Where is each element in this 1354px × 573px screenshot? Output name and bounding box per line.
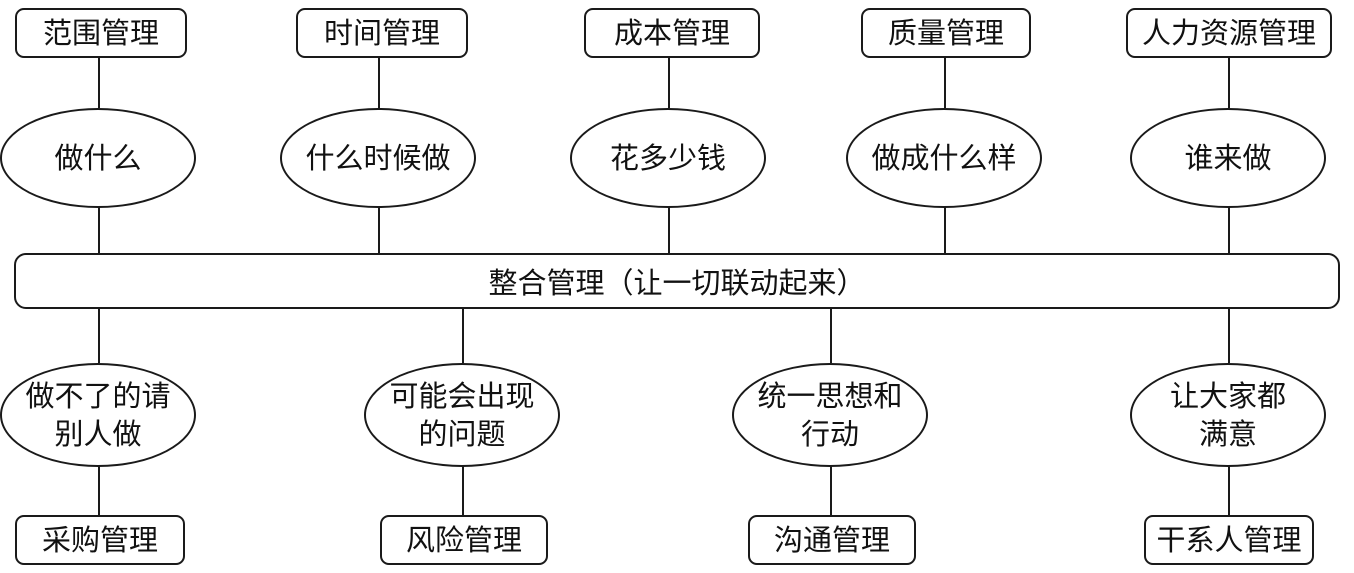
connector-line <box>1228 206 1230 253</box>
connector-line <box>830 465 832 515</box>
connector-line <box>1228 58 1230 108</box>
communication-question-text: 统一思想和 行动 <box>757 379 903 451</box>
connector-line <box>378 206 380 253</box>
risk-question-oval: 可能会出现 的问题 <box>364 363 560 467</box>
cost-management-box: 成本管理 <box>584 8 760 58</box>
connector-line <box>462 465 464 515</box>
connector-line <box>1228 309 1230 363</box>
connector-line <box>462 309 464 363</box>
connector-line <box>668 206 670 253</box>
stakeholder-question-text: 让大家都 满意 <box>1169 379 1286 451</box>
cost-question-oval: 花多少钱 <box>570 108 766 208</box>
quality-management-box: 质量管理 <box>861 8 1031 58</box>
quality-question-text: 做成什么样 <box>871 141 1017 175</box>
risk-question-text: 可能会出现 的问题 <box>389 379 535 451</box>
hr-question-oval: 谁来做 <box>1130 108 1326 208</box>
integration-management-bar: 整合管理（让一切联动起来） <box>14 253 1340 309</box>
connector-line <box>98 309 100 363</box>
stakeholder-question-oval: 让大家都 满意 <box>1130 363 1326 467</box>
communication-question-oval: 统一思想和 行动 <box>732 363 928 467</box>
human-resource-management-box: 人力资源管理 <box>1126 8 1332 58</box>
connector-line <box>98 206 100 253</box>
connector-line <box>944 206 946 253</box>
time-management-box: 时间管理 <box>296 8 468 58</box>
procurement-management-box: 采购管理 <box>15 515 185 565</box>
connector-line <box>98 465 100 515</box>
connector-line <box>668 58 670 108</box>
connector-line <box>378 58 380 108</box>
risk-management-box: 风险管理 <box>380 515 548 565</box>
time-question-oval: 什么时候做 <box>280 108 476 208</box>
procurement-question-oval: 做不了的请 别人做 <box>0 363 196 467</box>
quality-question-oval: 做成什么样 <box>846 108 1042 208</box>
connector-line <box>944 58 946 108</box>
time-question-text: 什么时候做 <box>305 141 451 175</box>
procurement-question-text: 做不了的请 别人做 <box>25 379 171 451</box>
scope-question-oval: 做什么 <box>0 108 196 208</box>
connector-line <box>1228 465 1230 515</box>
scope-management-box: 范围管理 <box>15 8 187 58</box>
connector-line <box>98 58 100 108</box>
cost-question-text: 花多少钱 <box>609 141 726 175</box>
hr-question-text: 谁来做 <box>1184 141 1272 175</box>
scope-question-text: 做什么 <box>54 141 142 175</box>
connector-line <box>830 309 832 363</box>
stakeholder-management-box: 干系人管理 <box>1144 515 1314 565</box>
communication-management-box: 沟通管理 <box>748 515 916 565</box>
